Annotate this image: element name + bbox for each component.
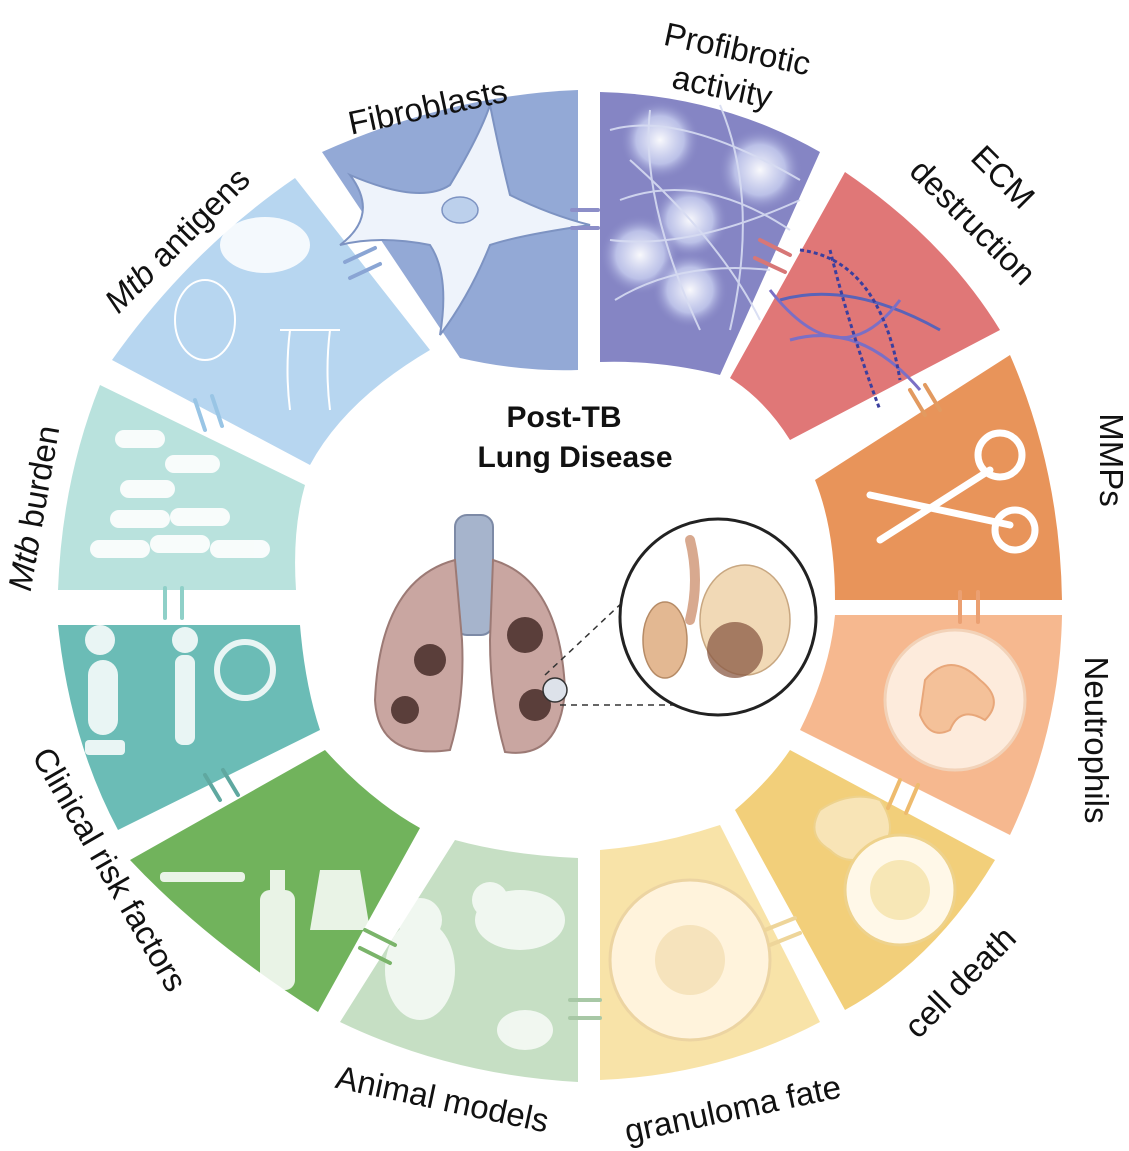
label-mmps: MMPs: [1093, 413, 1129, 507]
label-burden: Mtb burden: [1, 423, 66, 594]
label-granuloma: granuloma fate: [621, 1068, 844, 1150]
center-title-line1: Post-TB: [507, 401, 622, 434]
label-burden-rest: burden: [11, 423, 67, 540]
granuloma-icon: [610, 880, 770, 1040]
center-area: Post-TB Lung Disease: [375, 401, 816, 753]
label-neutrophils: Neutrophils: [1078, 657, 1115, 824]
neutrophil-icon: [885, 630, 1025, 770]
center-title-line2: Lung Disease: [477, 441, 672, 474]
alveoli-zoom-icon: [620, 519, 816, 715]
arrow-burden-burden2: [165, 588, 182, 618]
label-burden-italic: Mtb: [1, 533, 47, 594]
lungs-icon: [375, 515, 567, 753]
